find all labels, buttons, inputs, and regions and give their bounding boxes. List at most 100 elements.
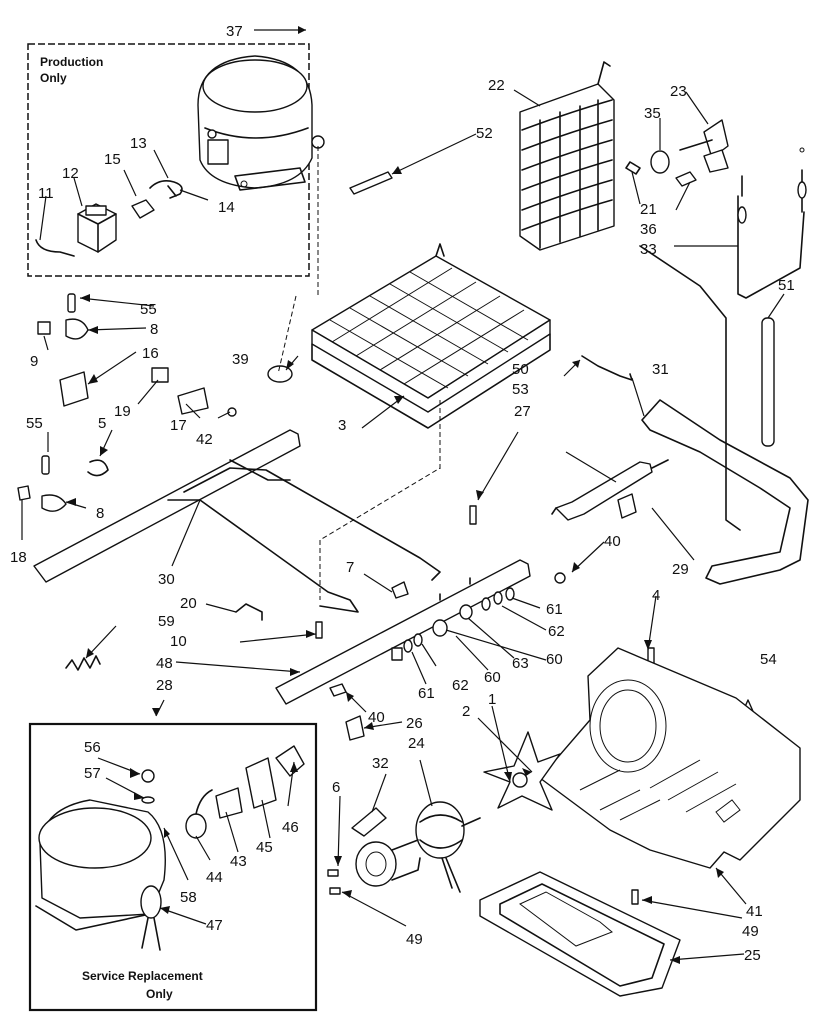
drain-pan-part-25 bbox=[479, 871, 681, 997]
screw-part-6 bbox=[327, 869, 339, 877]
callout-25: 25 bbox=[744, 947, 761, 964]
rail-part-48 bbox=[275, 559, 531, 705]
condenser-part-3 bbox=[311, 243, 551, 429]
callout-47: 47 bbox=[206, 917, 223, 934]
callout-39: 39 bbox=[232, 351, 249, 368]
nut-part-56 bbox=[141, 769, 155, 783]
callout-32: 32 bbox=[372, 755, 389, 772]
callout-35: 35 bbox=[644, 105, 661, 122]
evaporator-part-22 bbox=[519, 61, 615, 251]
callout-29: 29 bbox=[672, 561, 689, 578]
callout-19: 19 bbox=[114, 403, 131, 420]
callout-58: 58 bbox=[180, 889, 197, 906]
callout-37: 37 bbox=[226, 23, 243, 40]
callout-labels: 37 22 23 35 52 13 15 12 11 14 21 36 33 5… bbox=[10, 23, 795, 964]
callout-26: 26 bbox=[406, 715, 423, 732]
callout-61-top: 61 bbox=[546, 601, 563, 618]
callout-50: 50 bbox=[512, 361, 529, 378]
callout-49-left: 49 bbox=[406, 931, 423, 948]
callout-24: 24 bbox=[408, 735, 425, 752]
fan-motor-part-24 bbox=[415, 801, 481, 893]
callout-49-right: 49 bbox=[742, 923, 759, 940]
arrowheads bbox=[66, 26, 724, 964]
callout-36: 36 bbox=[640, 221, 657, 238]
washer-part-57 bbox=[141, 796, 155, 804]
callout-40-bottom: 40 bbox=[368, 709, 385, 726]
callout-2: 2 bbox=[462, 703, 470, 720]
bracket-part-20 bbox=[235, 603, 263, 621]
drier-part-27 bbox=[551, 459, 669, 521]
callout-60-top: 60 bbox=[546, 651, 563, 668]
callout-17: 17 bbox=[170, 417, 187, 434]
callout-57: 57 bbox=[84, 765, 101, 782]
service-box-subtitle: Only bbox=[146, 987, 173, 1001]
callout-55-mid: 55 bbox=[26, 415, 43, 432]
callout-61-bottom: 61 bbox=[418, 685, 435, 702]
callout-51: 51 bbox=[778, 277, 795, 294]
tube-part-52 bbox=[349, 171, 393, 195]
callout-6: 6 bbox=[332, 779, 340, 796]
callout-11: 11 bbox=[38, 185, 54, 202]
tube-part-51 bbox=[761, 317, 775, 447]
callout-28: 28 bbox=[156, 677, 173, 694]
callout-59: 59 bbox=[158, 613, 175, 630]
callout-14: 14 bbox=[218, 199, 235, 216]
relay-part-12 bbox=[77, 203, 117, 253]
bracket-part-29 bbox=[617, 493, 637, 519]
mounting-plate-part-41 bbox=[539, 647, 801, 869]
callout-7: 7 bbox=[346, 559, 354, 576]
callout-13: 13 bbox=[130, 135, 147, 152]
compressor-service bbox=[35, 799, 166, 951]
spring-part-59 bbox=[65, 655, 101, 671]
production-box-title: Production bbox=[40, 55, 103, 69]
bracket-part-32 bbox=[351, 807, 421, 887]
callout-44: 44 bbox=[206, 869, 223, 886]
terminal-part-15 bbox=[131, 199, 155, 219]
callout-10: 10 bbox=[170, 633, 187, 650]
callout-1: 1 bbox=[488, 691, 496, 708]
grommet-part-39 bbox=[267, 365, 293, 383]
callout-9: 9 bbox=[30, 353, 38, 370]
callout-54: 54 bbox=[760, 651, 777, 668]
service-box-title: Service Replacement bbox=[82, 969, 203, 983]
service-replacement-box: Service Replacement Only bbox=[28, 722, 318, 1012]
callout-45: 45 bbox=[256, 839, 273, 856]
callout-8-top: 8 bbox=[150, 321, 158, 338]
clip-part-13 bbox=[149, 180, 183, 199]
callout-21: 21 bbox=[640, 201, 657, 218]
callout-3: 3 bbox=[338, 417, 346, 434]
production-box-subtitle: Only bbox=[40, 71, 67, 85]
callout-52: 52 bbox=[476, 125, 493, 142]
frame-part-30 bbox=[33, 429, 441, 613]
callout-8-mid: 8 bbox=[96, 505, 104, 522]
compressor-production bbox=[197, 55, 325, 191]
tubing-part-31 bbox=[639, 245, 809, 585]
part-40-lower bbox=[329, 683, 347, 697]
callout-63: 63 bbox=[512, 655, 529, 672]
callout-27: 27 bbox=[514, 403, 531, 420]
sensor-parts-23-35-21-36 bbox=[625, 119, 729, 187]
callout-20: 20 bbox=[180, 595, 197, 612]
callout-12: 12 bbox=[62, 165, 79, 182]
clip-part-50 bbox=[581, 355, 633, 381]
callout-62-bottom: 62 bbox=[452, 677, 469, 694]
callout-53: 53 bbox=[512, 381, 529, 398]
callout-55-top: 55 bbox=[140, 301, 157, 318]
callout-40-top: 40 bbox=[604, 533, 621, 550]
terminal-parts-43-44-45-46 bbox=[185, 745, 305, 839]
callout-16: 16 bbox=[142, 345, 159, 362]
screw-part-49-lower bbox=[631, 889, 639, 905]
fan-blade-part-2 bbox=[483, 731, 561, 811]
left-small-parts bbox=[17, 293, 237, 512]
callout-60-bottom: 60 bbox=[484, 669, 501, 686]
callout-22: 22 bbox=[488, 77, 505, 94]
part-26 bbox=[345, 715, 365, 741]
callout-48: 48 bbox=[156, 655, 173, 672]
part-7 bbox=[391, 581, 409, 599]
callout-41: 41 bbox=[746, 903, 763, 920]
callout-5: 5 bbox=[98, 415, 106, 432]
capillary-part-33 bbox=[737, 147, 807, 299]
callout-56: 56 bbox=[84, 739, 101, 756]
callout-4: 4 bbox=[652, 587, 660, 604]
